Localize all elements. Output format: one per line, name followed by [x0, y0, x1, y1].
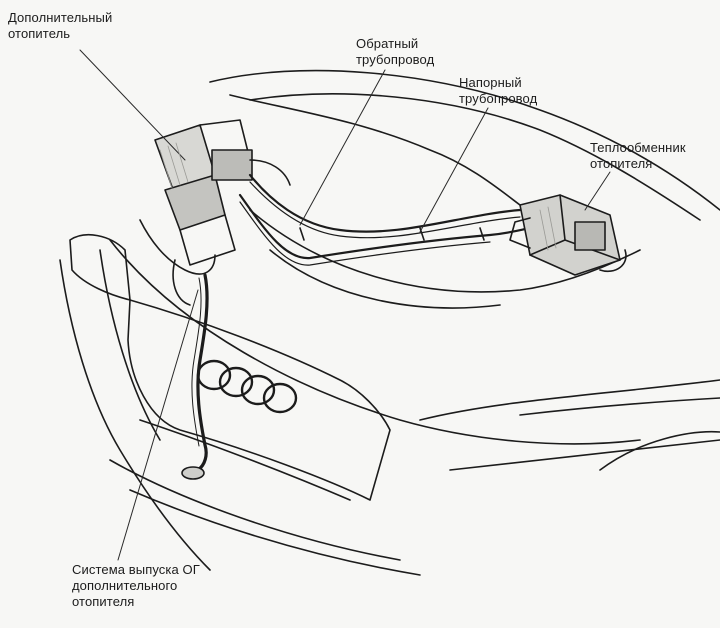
- label-line: трубопровод: [459, 91, 538, 106]
- bumper-lower-edge: [110, 460, 400, 560]
- label-return-pipe: Обратный трубопровод: [356, 36, 434, 68]
- label-line: отопитель: [8, 26, 71, 41]
- right-fender-lower: [450, 440, 720, 470]
- leader-exhaust: [118, 290, 198, 560]
- hood-surface-line: [250, 210, 640, 292]
- heat-exchanger-unit: [510, 195, 626, 275]
- grille-lower: [140, 420, 350, 500]
- label-line: Напорный: [459, 75, 522, 90]
- exhaust-pipe-inner: [192, 278, 201, 446]
- left-headlight: [70, 235, 130, 300]
- label-line: трубопровод: [356, 52, 435, 67]
- leader-return-pipe: [300, 70, 385, 225]
- cowl-line: [230, 95, 520, 205]
- label-line: отопителя: [72, 594, 135, 609]
- door-line: [520, 398, 720, 415]
- label-pressure-pipe: Напорный трубопровод: [459, 75, 537, 107]
- grille-frame: [128, 300, 390, 500]
- pressure-pipe-line-b: [240, 202, 490, 265]
- label-line: Обратный: [356, 36, 419, 51]
- leader-aux-heater: [80, 50, 185, 160]
- wheel-arch: [600, 432, 720, 470]
- exhaust-tip: [182, 467, 204, 479]
- shading-hatch: [160, 143, 556, 250]
- leader-heat-exchanger: [585, 172, 610, 210]
- return-pipe-line-b: [250, 182, 520, 238]
- pipe-clamp-2: [420, 228, 424, 240]
- four-rings-logo: [198, 361, 296, 412]
- pressure-pipe-line: [240, 195, 530, 258]
- front-bumper-inner: [100, 250, 160, 440]
- return-pipe-line: [250, 175, 520, 232]
- hood-front-edge: [110, 240, 640, 444]
- auxiliary-heater-unit: [140, 120, 290, 305]
- leader-pressure-pipe: [420, 108, 488, 232]
- pipe-clamp-1: [300, 228, 304, 240]
- pipe-clamp-3: [480, 228, 484, 240]
- label-exhaust-system: Система выпуска ОГ дополнительного отопи…: [72, 562, 200, 610]
- label-heat-exchanger: Теплообменник отопителя: [590, 140, 686, 172]
- label-line: Теплообменник: [590, 140, 686, 155]
- front-bumper-left: [60, 260, 210, 570]
- bumper-lip: [130, 490, 420, 575]
- label-auxiliary-heater: Дополнительный отопитель: [8, 10, 112, 42]
- right-fender: [420, 380, 720, 420]
- label-line: отопителя: [590, 156, 653, 171]
- exhaust-pipe: [198, 275, 207, 470]
- hood-panel-line: [270, 250, 500, 308]
- label-line: дополнительного: [72, 578, 178, 593]
- label-line: Дополнительный: [8, 10, 113, 25]
- label-line: Система выпуска ОГ: [72, 562, 200, 577]
- hood-outline: [210, 71, 720, 210]
- hood-inner-crease: [250, 94, 700, 220]
